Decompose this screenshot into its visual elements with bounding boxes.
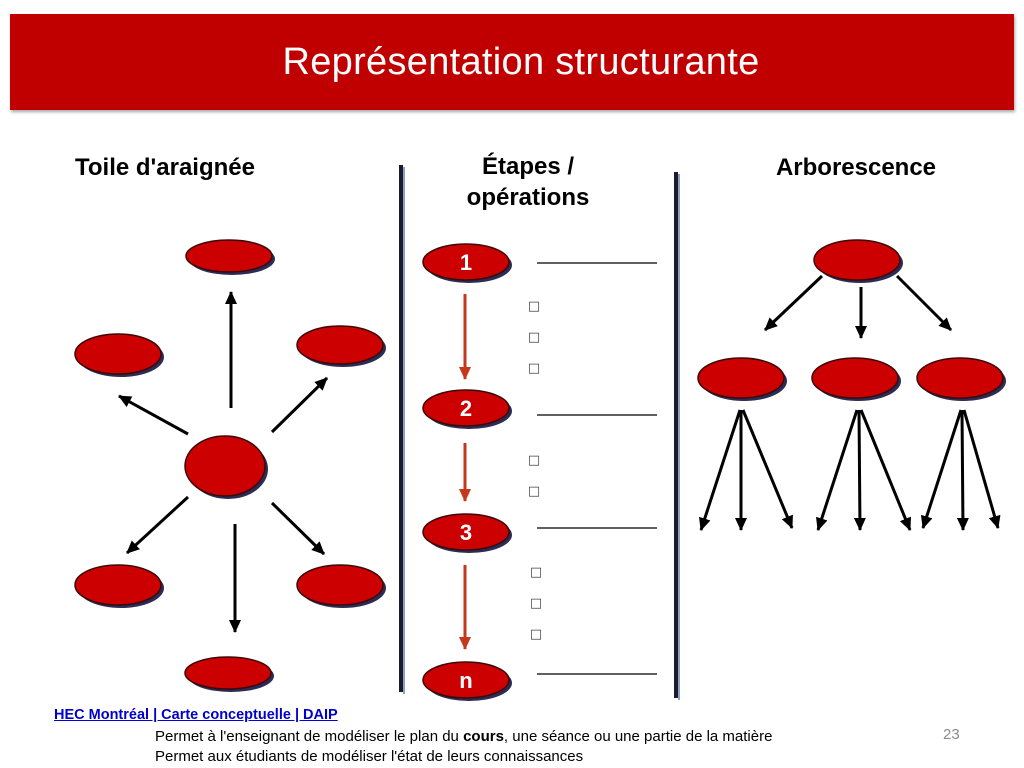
node-body: [74, 564, 162, 606]
step-node-n: n: [422, 661, 512, 701]
web-node-bottom-left: [74, 564, 164, 608]
separator-right: [674, 172, 680, 700]
node-body: [697, 357, 785, 399]
tree-leaf-arrow: [920, 409, 963, 529]
step-node-2: 2: [422, 389, 512, 429]
web-node-center: [184, 435, 268, 499]
step-bullet: □: [530, 627, 542, 642]
node-body: [916, 357, 1004, 399]
footer-line-1-text: Permet à l'enseignant de modéliser le pl…: [155, 728, 464, 745]
title-banner: Représentation structurante: [10, 14, 1014, 110]
node-body: [184, 656, 272, 690]
heading-web-text: Toile d'araignée: [75, 154, 255, 181]
web-node-bottom: [184, 656, 274, 692]
step-node-3: 3: [422, 513, 512, 553]
node-body: [74, 333, 162, 375]
separator-line: [674, 172, 678, 698]
footer-line-1: Permet à l'enseignant de modéliser le pl…: [155, 728, 772, 746]
web-node-top: [185, 239, 275, 275]
step-bullet: □: [530, 565, 542, 580]
tree-arrow-root-right: [895, 274, 953, 332]
heading-tree-text: Arborescence: [775, 154, 937, 181]
step-bullet: □: [528, 484, 540, 499]
separator-line: [399, 165, 403, 692]
node-body: [422, 661, 510, 699]
tree-leaf-arrow: [962, 409, 1001, 529]
node-body: [296, 325, 384, 365]
step-label: 2: [460, 396, 472, 421]
web-arrow-down-left: [125, 495, 190, 555]
footer-line-1-rest: , une séance ou une partie de la matière: [503, 728, 773, 745]
web-diagram: [74, 239, 386, 692]
web-node-bottom-right: [296, 564, 386, 608]
node-body: [811, 357, 899, 399]
node-body: [185, 239, 273, 273]
step-node-1: 1: [422, 243, 512, 283]
slide-title: Représentation structurante: [282, 40, 760, 83]
footer-line-2: Permet aux étudiants de modéliser l'état…: [155, 748, 584, 765]
tree-node-middle: [811, 357, 901, 401]
web-node-right: [296, 325, 386, 367]
tree-leaf-arrow: [816, 409, 859, 531]
web-node-left: [74, 333, 164, 377]
step-label: 3: [460, 520, 472, 545]
node-body: [184, 435, 266, 497]
node-body: [422, 243, 510, 281]
tree-leaf-arrow: [699, 409, 742, 531]
node-body: [422, 513, 510, 551]
step-bullet: □: [528, 453, 540, 468]
heading-tree: Arborescence: [706, 152, 1006, 183]
tree-node-left: [697, 357, 787, 401]
footer-source-link[interactable]: HEC Montréal | Carte conceptuelle | DAIP: [54, 707, 338, 723]
heading-steps-line1: Étapes /: [481, 153, 575, 180]
tree-leaf-arrow: [859, 409, 912, 531]
web-arrow-up-right: [270, 376, 329, 434]
step-bullet: □: [528, 299, 540, 314]
page-number: 23: [943, 726, 960, 743]
tree-arrow-root-left: [763, 274, 824, 332]
step-bullet: □: [528, 361, 540, 376]
step-bullet: □: [530, 596, 542, 611]
node-body: [813, 239, 901, 281]
web-arrow-up-left: [118, 394, 189, 436]
step-label: 1: [460, 250, 472, 275]
web-arrow-down-right: [270, 501, 326, 556]
tree-leaf-arrow: [956, 409, 969, 531]
tree-leaf-arrow: [741, 409, 794, 529]
separator-shade: [403, 167, 405, 694]
heading-steps-line2: opérations: [466, 184, 590, 211]
tree-diagram: [697, 239, 1006, 531]
heading-web: Toile d'araignée: [15, 152, 315, 183]
separator-left: [399, 165, 405, 694]
node-body: [296, 564, 384, 606]
step-bullet: □: [528, 330, 540, 345]
tree-node-right: [916, 357, 1006, 401]
separator-shade: [678, 174, 680, 700]
step-label: n: [459, 668, 472, 693]
node-body: [422, 389, 510, 427]
footer-line-1-bold: cours: [463, 728, 504, 745]
tree-leaf-arrow: [853, 409, 866, 531]
heading-steps: Étapes / opérations: [378, 151, 678, 213]
steps-diagram: 1 2 3 n □ □ □ □ □ □ □ □: [422, 243, 657, 701]
tree-node-root: [813, 239, 903, 283]
